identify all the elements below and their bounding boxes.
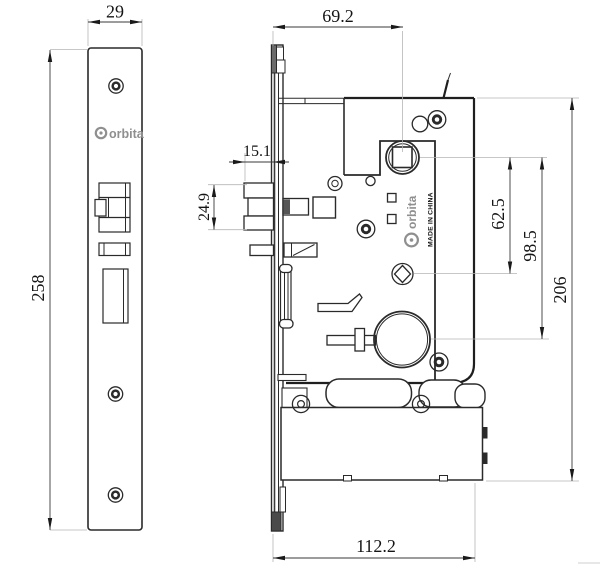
screw-hole-top xyxy=(108,78,124,94)
square-hole-upper xyxy=(386,192,397,203)
screw-hole-middle xyxy=(107,386,124,402)
housing-screw-left xyxy=(291,394,311,414)
dim-label-62-5: 62.5 xyxy=(488,198,508,230)
antenna-wire xyxy=(442,79,450,99)
logo-ring-icon xyxy=(94,126,108,140)
faceplate-edge-strip xyxy=(270,44,286,532)
dim-label-29: 29 xyxy=(106,2,124,22)
dim-label-15-1: 15.1 xyxy=(243,143,271,160)
logo-dot-icon xyxy=(99,131,103,135)
logo-text: orbita xyxy=(109,127,145,141)
dim-label-24-9: 24.9 xyxy=(196,193,213,221)
latch-bolt-side xyxy=(243,182,337,231)
latch-bolt-cutout xyxy=(94,182,131,233)
bottom-notch-right xyxy=(439,475,448,482)
side-view-lock-body: orbita MADE IN CHINA xyxy=(243,44,488,532)
dimension-hub-to-diamond: 62.5 xyxy=(414,157,547,274)
dim-label-98-5: 98.5 xyxy=(520,230,540,262)
brand-logo-side: orbita xyxy=(404,195,420,248)
dimension-latch-projection: 15.1 xyxy=(229,143,289,181)
deadlatch-trigger xyxy=(249,242,318,258)
tumbler-pin xyxy=(326,327,377,352)
dimension-plate-width: 29 xyxy=(87,2,143,46)
ringed-post-top xyxy=(427,110,447,129)
deadbolt-side xyxy=(278,263,294,329)
ringed-post-mid xyxy=(356,219,376,239)
pivot-pin xyxy=(365,175,376,187)
square-hole-lower xyxy=(386,213,397,225)
screw-hole-bottom xyxy=(107,487,124,503)
dimension-case-width: 112.2 xyxy=(272,483,476,562)
bottom-step xyxy=(277,373,307,382)
lower-housing xyxy=(280,387,488,482)
bottom-notch-left xyxy=(343,475,352,482)
strip-top-section xyxy=(271,44,277,74)
aux-latch-cutout xyxy=(98,242,131,257)
brand-logo-front: orbita xyxy=(94,126,145,141)
side-tab-lower xyxy=(482,452,488,464)
front-view-faceplate: orbita xyxy=(87,47,145,531)
dimension-latch-height: 24.9 xyxy=(196,184,247,231)
round-hole xyxy=(411,115,429,133)
screw-post-left xyxy=(327,175,343,192)
dimension-backset: 69.2 xyxy=(272,6,403,152)
logo-text-vertical: orbita xyxy=(405,195,419,229)
dimension-case-height: 206 xyxy=(477,97,579,482)
deadbolt-cutout xyxy=(102,268,129,324)
housing-screw-right xyxy=(411,394,431,414)
origin-text: MADE IN CHINA xyxy=(428,192,435,247)
dim-label-258: 258 xyxy=(28,275,48,302)
cylinder-hole xyxy=(373,310,431,369)
dimension-plate-height: 258 xyxy=(28,49,87,531)
rounded-boss xyxy=(325,378,413,409)
strip-bottom-foot xyxy=(271,511,282,532)
logo-dot-icon xyxy=(409,238,414,242)
dim-label-206: 206 xyxy=(550,277,570,304)
diamond-hole xyxy=(391,262,414,286)
latch-shaft xyxy=(283,199,290,214)
side-tab-upper xyxy=(482,427,488,439)
logo-ring-icon xyxy=(404,232,420,248)
top-flange xyxy=(279,97,344,105)
corner-boss xyxy=(454,383,486,409)
dimension-hub-to-cylinder: 98.5 xyxy=(431,157,549,340)
dim-label-69-2: 69.2 xyxy=(322,6,354,26)
lever-slot xyxy=(317,293,363,313)
dim-label-112-2: 112.2 xyxy=(356,536,396,556)
ringed-post-bottom xyxy=(429,352,449,372)
